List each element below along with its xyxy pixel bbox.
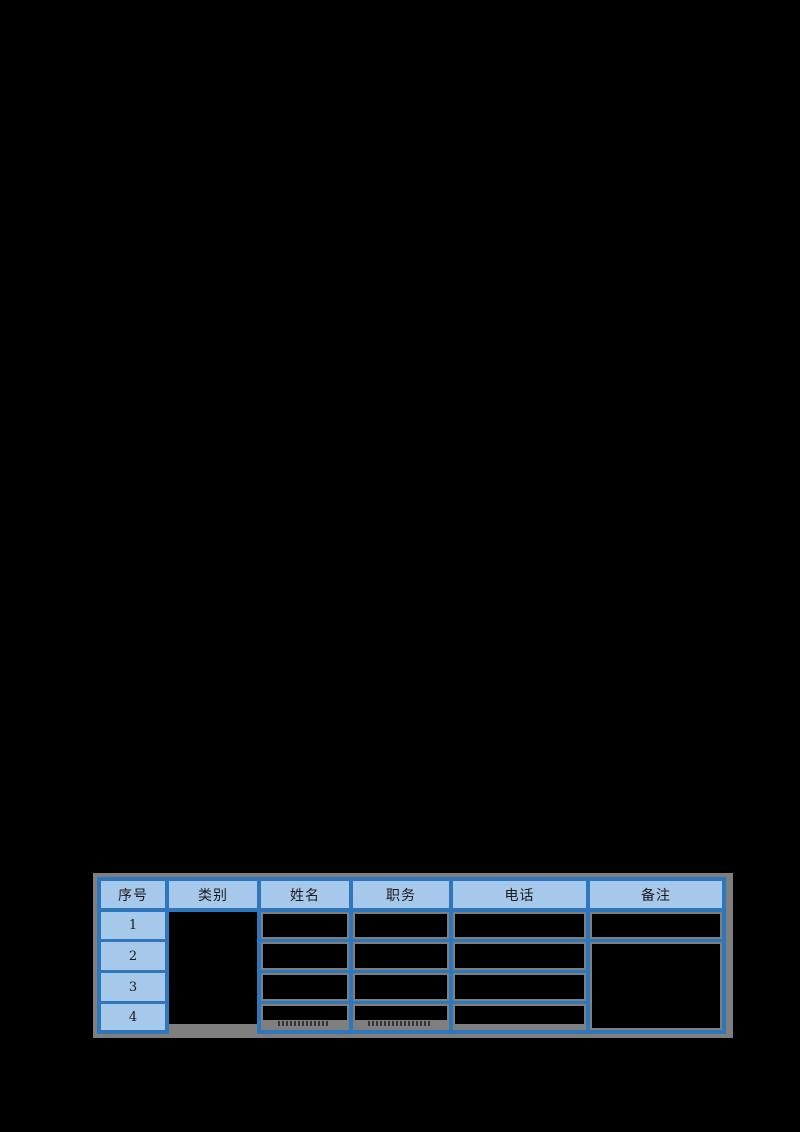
redaction-box [355, 1006, 447, 1020]
redacted-cell-category-merged [169, 912, 257, 1024]
redaction-box [263, 975, 347, 999]
row-number-2: 2 [101, 942, 165, 970]
header-cell-remarks: 备注 [590, 881, 722, 908]
redacted-cell-phone-row3 [453, 973, 586, 1001]
redacted-cell-phone-row2 [453, 942, 586, 970]
contact-table: 序号 类别 姓名 职务 电话 备注 1 2 3 4 [97, 877, 726, 1038]
redacted-cell-name-row2 [261, 942, 349, 970]
redaction-box [455, 944, 584, 968]
redacted-cell-name-row1 [261, 912, 349, 939]
redacted-cell-name-row3 [261, 973, 349, 1001]
redacted-cell-title-row3 [353, 973, 449, 1001]
category-column-bottom-gap [169, 1024, 257, 1038]
row-number-4: 4 [101, 1004, 165, 1030]
redacted-cell-phone-row1 [453, 912, 586, 939]
redacted-cell-remarks-row1 [590, 912, 722, 939]
redaction-box [455, 914, 584, 937]
redaction-box [455, 975, 584, 999]
header-cell-title: 职务 [353, 881, 449, 908]
redaction-box [263, 944, 347, 968]
redacted-cell-title-row2 [353, 942, 449, 970]
contact-table-shadow: 序号 类别 姓名 职务 电话 备注 1 2 3 4 [93, 873, 733, 1038]
illegible-text-smudge-title-column [368, 1021, 432, 1026]
header-cell-index: 序号 [101, 881, 165, 908]
redacted-cell-phone-row4 [453, 1004, 586, 1030]
redaction-box [592, 944, 720, 1028]
row-number-3: 3 [101, 973, 165, 1001]
redaction-box [592, 914, 720, 937]
redaction-box [355, 975, 447, 999]
redacted-cell-name-row4 [261, 1004, 349, 1030]
redacted-cell-title-row1 [353, 912, 449, 939]
redaction-box [355, 944, 447, 968]
redaction-box [355, 914, 447, 937]
redaction-box [455, 1006, 584, 1024]
illegible-text-smudge-name-column [278, 1021, 330, 1026]
redacted-cell-remarks-merged [590, 942, 722, 1030]
redacted-cell-title-row4 [353, 1004, 449, 1030]
row-number-1: 1 [101, 912, 165, 939]
header-cell-category: 类别 [169, 881, 257, 908]
redaction-box [263, 1006, 347, 1020]
redaction-box [263, 914, 347, 937]
header-cell-phone: 电话 [453, 881, 586, 908]
header-cell-name: 姓名 [261, 881, 349, 908]
